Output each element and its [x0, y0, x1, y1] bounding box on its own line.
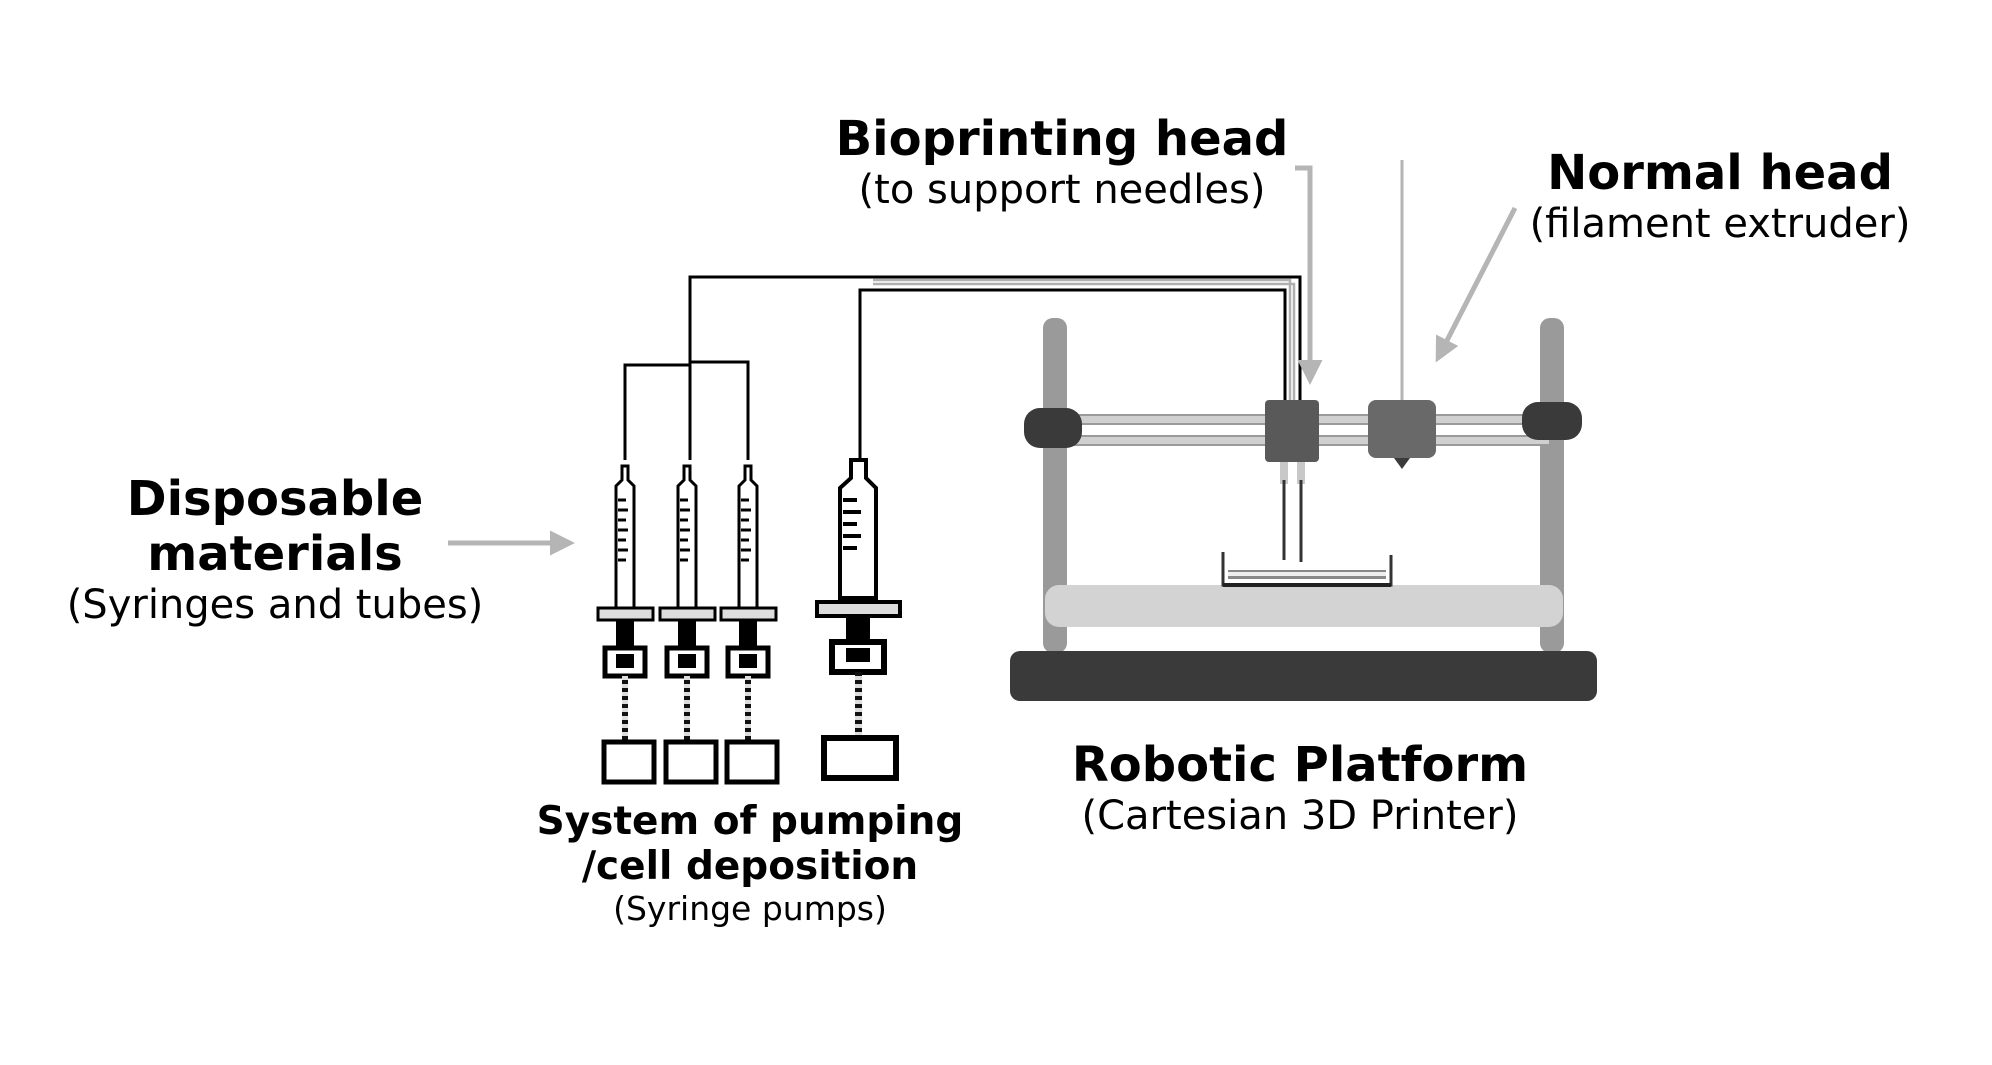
tube-main-1: [688, 275, 1302, 400]
robotic-subtitle: (Cartesian 3D Printer): [1081, 793, 1519, 840]
pumping-title-line2: /cell deposition: [581, 843, 919, 889]
robotic-platform: [1010, 318, 1597, 701]
bioprinting-head-subtitle: (to support needles): [858, 167, 1266, 214]
normal-head-title: Normal head: [1547, 145, 1893, 201]
pumping-system-label: System of pumping /cell deposition (Syri…: [520, 799, 980, 928]
tube-grey-segment: [873, 278, 1296, 400]
tube-branch-right: [690, 360, 750, 460]
pumping-title-line1: System of pumping: [536, 799, 964, 844]
right-post: [1540, 318, 1564, 653]
disposable-subtitle: (Syringes and tubes): [66, 582, 484, 629]
pointer-arrows: [448, 160, 1518, 556]
disposable-title-line1: Disposable: [126, 471, 424, 527]
robotic-platform-label: Robotic Platform (Cartesian 3D Printer): [1050, 737, 1550, 840]
pumping-subtitle: (Syringe pumps): [613, 888, 887, 928]
tube-main-2: [858, 288, 1287, 460]
bioprinting-head-title: Bioprinting head: [835, 111, 1289, 167]
left-clamp: [1024, 408, 1082, 448]
disposable-materials-label: Disposable materials (Syringes and tubes…: [50, 471, 500, 629]
tube-branch-left: [623, 363, 690, 460]
syringe-pump-2: [658, 464, 719, 785]
syringe-pump-3: [719, 464, 780, 785]
right-clamp: [1522, 402, 1582, 440]
arrow-normal-head: [1435, 206, 1518, 363]
robotic-title: Robotic Platform: [1071, 737, 1529, 793]
printer-base: [1010, 651, 1597, 701]
tubes: [623, 275, 1302, 460]
syringe-pump-4-large: [815, 458, 902, 781]
normal-head: [1368, 400, 1436, 469]
normal-head-label: Normal head (filament extruder): [1510, 145, 1930, 248]
build-bed: [1045, 585, 1563, 627]
normal-head-subtitle: (filament extruder): [1529, 201, 1911, 248]
disposable-title-line2: materials: [147, 526, 403, 583]
bioprinting-head: [1265, 400, 1319, 562]
syringe-pump-1: [596, 464, 657, 785]
left-post: [1043, 318, 1067, 653]
petri-dish: [1221, 552, 1393, 587]
bioprinting-head-label: Bioprinting head (to support needles): [822, 111, 1302, 214]
arrow-bioprinting-head: [1295, 165, 1323, 385]
